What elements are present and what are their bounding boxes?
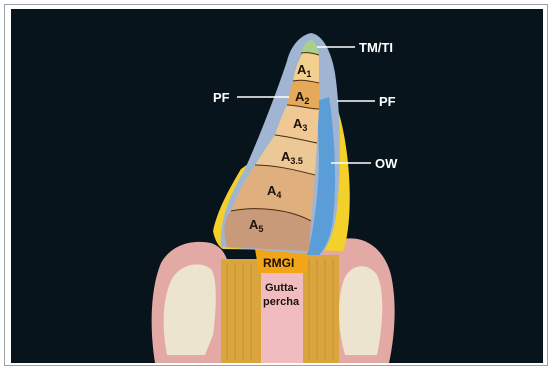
label-tm-ti: TM/TI [359, 40, 393, 55]
label-ow: OW [375, 156, 398, 171]
label-gutta-line1: Gutta- [265, 282, 298, 294]
neighbor-tooth-right [339, 266, 382, 355]
label-gutta-line2: percha [263, 296, 300, 308]
gum-left [152, 242, 229, 363]
label-pf-right: PF [379, 94, 396, 109]
label-rmgi: RMGI [263, 256, 294, 270]
label-pf-left: PF [213, 90, 230, 105]
root-post-right [303, 255, 339, 363]
figure-frame: TM/TI PF PF OW A1 A2 A3 A3.5 A4 A5 RMGI … [4, 4, 548, 366]
tooth-layering-diagram: TM/TI PF PF OW A1 A2 A3 A3.5 A4 A5 RMGI … [5, 5, 549, 367]
